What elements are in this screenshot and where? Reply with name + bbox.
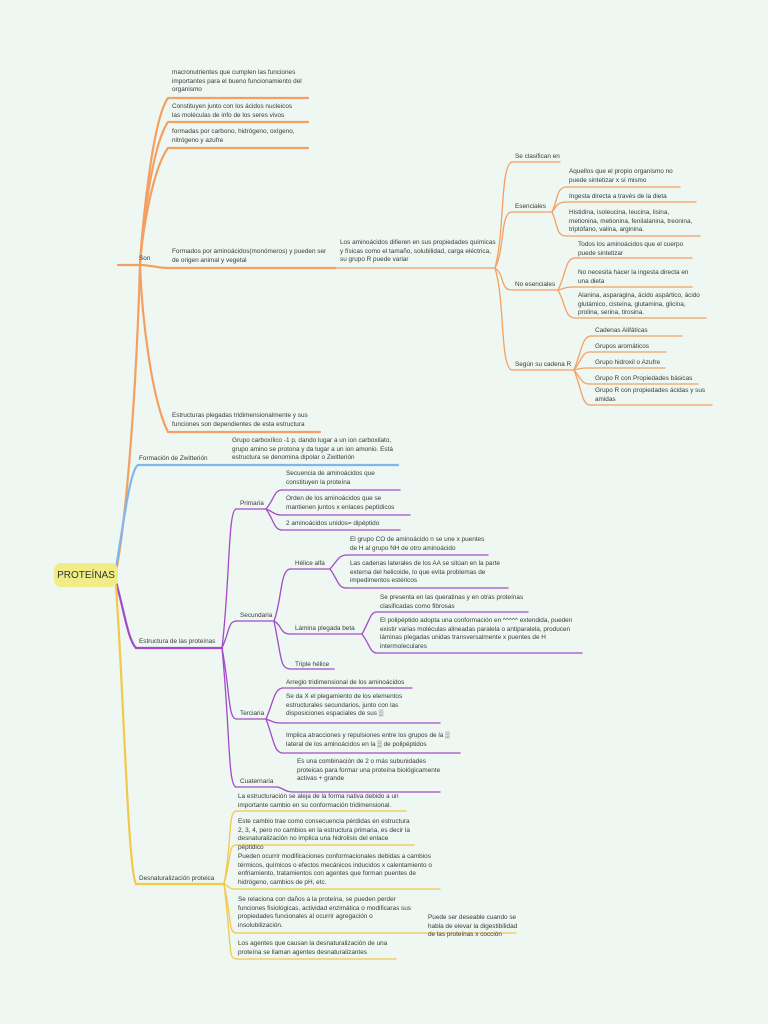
terciaria-item-2[interactable]: Se da X el plegamiento de los elementos …: [286, 693, 403, 718]
primaria-label[interactable]: Primaria: [240, 500, 264, 507]
desnat-item-4[interactable]: Se relaciona con daños a la proteína, se…: [238, 896, 411, 929]
estructura-branch-lines: [114, 580, 224, 650]
primaria-item-1[interactable]: Secuencia de aminoácidos que constituyen…: [286, 470, 375, 486]
desnaturalizacion-label[interactable]: Desnaturalización proteica: [139, 875, 215, 882]
estructura-sub-lines: [221, 489, 583, 793]
cadena-r-item-5[interactable]: Grupo R con propiedades ácidas y sus ami…: [595, 387, 706, 403]
son-label[interactable]: Son: [139, 255, 151, 262]
zwitterion-label[interactable]: Formación de Zwitterión: [139, 455, 208, 462]
cadena-r-item-1[interactable]: Cadenas Alifáticas: [595, 327, 648, 334]
aminoacidos-lines: [334, 161, 713, 406]
estructura-label[interactable]: Estructura de las proteínas: [139, 638, 216, 645]
no-esenciales-label[interactable]: No esenciales: [515, 281, 556, 288]
cuaternaria-label[interactable]: Cuaternaria: [240, 778, 274, 785]
desnat-digestibilidad[interactable]: Puede ser deseable cuando se habla de el…: [428, 914, 518, 939]
zwitterion-branch-lines: [114, 463, 400, 570]
desnaturalizacion-sub-lines: [223, 810, 517, 960]
esenciales-item-2[interactable]: Ingesta directa a través de la dieta: [569, 193, 667, 200]
root-label: PROTEÍNAS: [57, 569, 115, 581]
terciaria-item-1[interactable]: Arreglo tridimensional de los aminoácido…: [286, 679, 405, 686]
clasifican-label[interactable]: Se clasifican en: [515, 153, 560, 160]
son-item-macronutrientes[interactable]: macronutrientes que cumplen las funcione…: [172, 69, 302, 94]
desnat-item-1[interactable]: La estructuración se aleja de la forma n…: [238, 793, 399, 809]
secundaria-label[interactable]: Secundaria: [240, 612, 273, 619]
zwitterion-text[interactable]: Grupo carboxílico -1 p, dando lugar a un…: [232, 437, 393, 462]
desnat-item-5[interactable]: Los agentes que causan la desnaturalizac…: [238, 940, 388, 956]
cuaternaria-text[interactable]: Es una combinación de 2 o más subunidade…: [297, 758, 441, 783]
helice-item-1[interactable]: El grupo CO de aminoácido n se une x pue…: [350, 536, 485, 552]
esenciales-item-3[interactable]: Histidina, isoleucina, leucina, lisina, …: [569, 209, 693, 234]
no-esenciales-item-3[interactable]: Alanina, asparagina, ácido aspártico, ác…: [578, 292, 700, 317]
son-item-aminoacidos[interactable]: Formados por aminoácidos(monómeros) y pu…: [172, 248, 327, 264]
lamina-item-2[interactable]: El polipéptido adopta una conformación e…: [380, 617, 573, 650]
triple-helice-label[interactable]: Triple hélice: [295, 661, 330, 668]
cadena-r-item-4[interactable]: Grupo R con Propiedades básicas: [595, 375, 693, 382]
desnat-item-3[interactable]: Pueden ocurrir modificaciones conformaci…: [238, 853, 432, 886]
son-branch-lines: [114, 96, 337, 574]
son-item-formadas[interactable]: formadas por carbono, hidrógeno, oxígeno…: [172, 128, 295, 144]
lamina-item-1[interactable]: Se presenta en las queratinas y en otras…: [380, 594, 524, 610]
no-esenciales-item-1[interactable]: Todos los aminoácidos que el cuerpo pued…: [578, 241, 684, 257]
terciaria-item-3[interactable]: Implica atracciones y repulsiones entre …: [286, 732, 450, 748]
primaria-item-3[interactable]: 2 aminoácidos unidos= dipéptido: [286, 520, 380, 527]
terciaria-label[interactable]: Terciaria: [240, 710, 265, 717]
root-node[interactable]: PROTEÍNAS: [54, 563, 118, 587]
son-item-estructuras[interactable]: Estructuras plegadas tridimensionalmente…: [172, 412, 308, 428]
helice-item-2[interactable]: Las cadenas laterales de los AA se sitúa…: [350, 560, 500, 585]
no-esenciales-item-2[interactable]: No necesita hacer la ingesta directa en …: [578, 269, 689, 285]
primaria-item-2[interactable]: Orden de los aminoácidos que se mantiene…: [286, 495, 395, 511]
cadena-r-item-2[interactable]: Grupos aromáticos: [595, 343, 649, 350]
helice-alfa-label[interactable]: Hélice alfa: [295, 560, 325, 567]
cadena-r-item-3[interactable]: Grupo hidroxil o Azufre: [595, 359, 661, 366]
esenciales-item-1[interactable]: Aquellos que el propio organismo no pued…: [569, 168, 673, 184]
cadena-r-label[interactable]: Según su cadena R: [515, 361, 572, 368]
desnat-item-2[interactable]: Este cambio trae como consecuencia pérdi…: [238, 818, 410, 851]
aminoacidos-difieren[interactable]: Los aminoácidos difieren en sus propieda…: [340, 239, 496, 264]
son-item-constituyen[interactable]: Constituyen junto con los ácidos nucleic…: [172, 103, 293, 119]
lamina-beta-label[interactable]: Lámina plegada beta: [295, 625, 355, 632]
esenciales-label[interactable]: Esenciales: [515, 203, 546, 210]
desnaturalizacion-branch-lines: [114, 584, 226, 886]
